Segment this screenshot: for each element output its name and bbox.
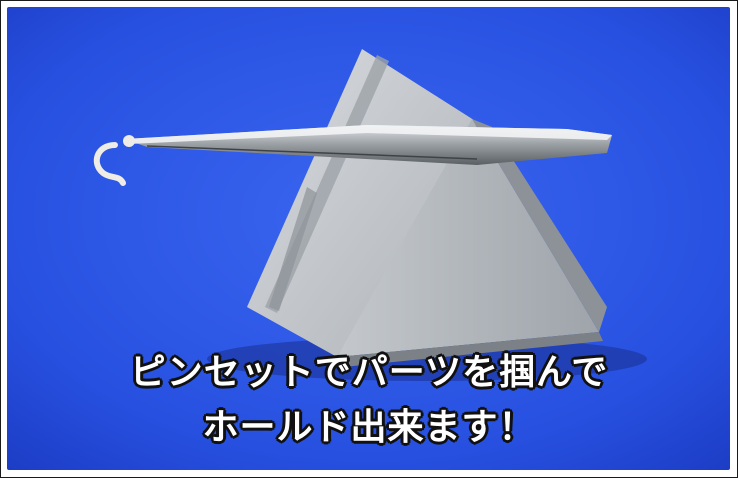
caption-line-1: ピンセットでパーツを掴んで [129, 352, 609, 393]
tweezers-icon [125, 125, 612, 165]
part-icon [93, 135, 135, 186]
caption-line-2: ホールド出来ます！ [202, 407, 536, 448]
product-photo [7, 7, 730, 470]
stand-icon [247, 49, 607, 367]
photo-scene [7, 7, 730, 470]
